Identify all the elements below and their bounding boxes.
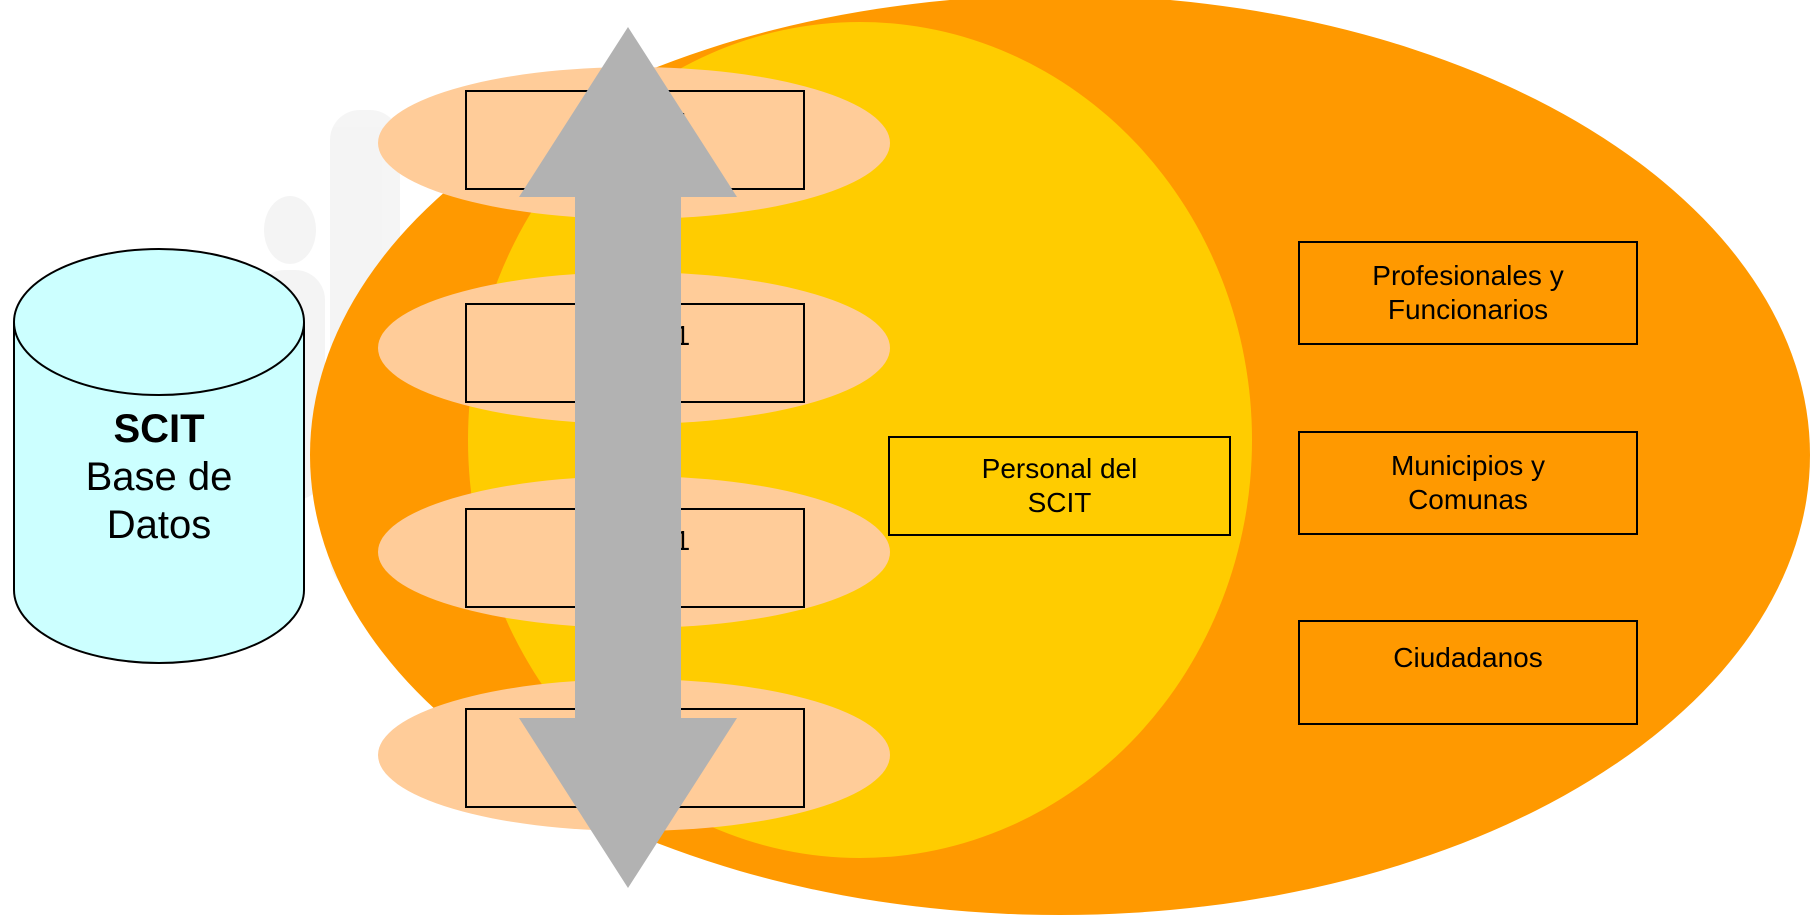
- office-label-line-1: Oficina 1: [579, 525, 691, 557]
- office-label-line-2: SCIT: [603, 141, 667, 172]
- office-box-4: Oficina 1 SCIT: [465, 708, 805, 808]
- database-title: SCIT: [113, 407, 205, 451]
- database-label: SCIT Base de Datos: [14, 405, 304, 549]
- database-line-2: Datos: [106, 503, 212, 547]
- office-label-line-2: SCIT: [603, 759, 667, 790]
- personal-label-line-1: Personal del: [981, 453, 1138, 485]
- group-box-ciudadanos: Ciudadanos: [1298, 620, 1638, 725]
- personal-label-line-2: SCIT: [1027, 487, 1092, 518]
- office-label-line-2: SCIT: [603, 559, 667, 590]
- personal-box: Personal del SCIT: [888, 436, 1231, 536]
- office-label-line-2: SCIT: [603, 354, 667, 385]
- database-line-1: Base de: [85, 455, 233, 499]
- group-box-profesionales: Profesionales y Funcionarios: [1298, 241, 1638, 345]
- office-label-line-1: Oficina 1: [579, 320, 691, 352]
- office-label-line-1: Oficina 1: [579, 725, 691, 757]
- group-box-municipios: Municipios y Comunas: [1298, 431, 1638, 535]
- office-box-2: Oficina 1 SCIT: [465, 303, 805, 403]
- office-label-line-1: Oficina 1: [579, 107, 691, 139]
- group-label-line-2: Comunas: [1408, 484, 1528, 515]
- database-cylinder-icon: [13, 248, 305, 664]
- office-box-1: Oficina 1 SCIT: [465, 90, 805, 190]
- group-label-line-1: Municipios y: [1390, 450, 1546, 482]
- office-box-3: Oficina 1 SCIT: [465, 508, 805, 608]
- group-label-line-1: Ciudadanos: [1393, 642, 1543, 673]
- group-label-line-2: Funcionarios: [1387, 294, 1549, 325]
- group-label-line-1: Profesionales y: [1372, 260, 1564, 292]
